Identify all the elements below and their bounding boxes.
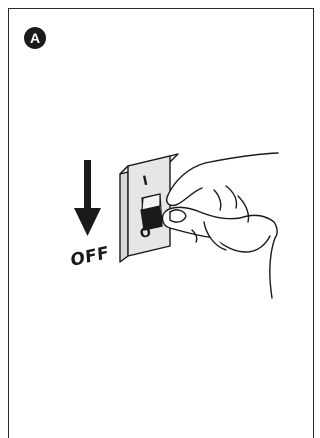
switch-off-illustration (0, 0, 320, 425)
hand-illustration (163, 153, 278, 298)
rocker-switch-button (141, 194, 162, 230)
down-arrow-icon (74, 160, 101, 236)
